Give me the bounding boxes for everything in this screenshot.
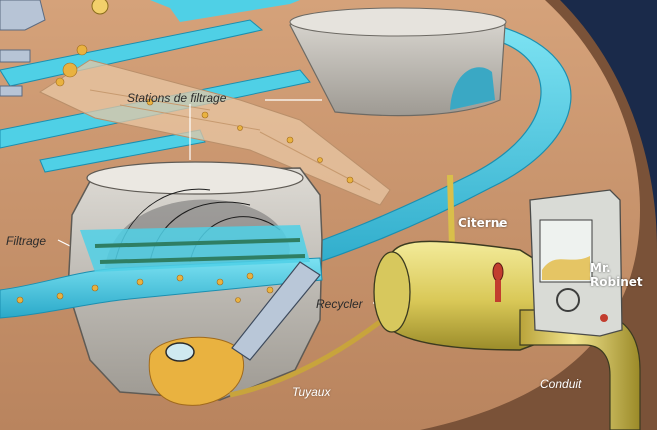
left-machine [0, 0, 46, 31]
sludge-blobs-water [16, 272, 274, 304]
filtering-stations-label: Stations de filtrage [127, 91, 227, 105]
tank-label: Citerne [458, 216, 508, 230]
left-machine-base [0, 85, 23, 97]
distant-station-arch [450, 67, 495, 110]
sludge-blobs-beam [55, 44, 354, 184]
tank-end-cap [373, 251, 411, 333]
valve-wheel [556, 288, 580, 312]
recycle-label: Recycler [316, 297, 363, 311]
tank-valve-stem [495, 280, 501, 302]
filtration-roof [86, 161, 304, 195]
filtration-label: Filtrage [6, 234, 47, 248]
tank-marker-dot [498, 223, 502, 227]
mr-tap-label-line2: Robinet [590, 275, 643, 289]
left-machine-arm [0, 49, 31, 63]
filter-bars [94, 238, 306, 264]
upper-water-channel [150, 0, 300, 22]
diagonal-channel-3 [39, 129, 206, 173]
indicator-light [600, 314, 608, 322]
conduit-label: Conduit [540, 377, 582, 391]
corner-lamp [91, 0, 109, 15]
pipes-label: Tuyaux [292, 385, 331, 399]
tank-vent-pipe [447, 174, 455, 249]
tank-valve-top [492, 262, 504, 282]
control-screen-graph [542, 256, 590, 280]
distant-station-roof [289, 7, 507, 37]
mr-tap-label: Mr. Robinet [590, 262, 643, 290]
scraper-arm [231, 261, 321, 361]
magnifier-lens [165, 342, 195, 362]
filtration-water [0, 257, 323, 319]
mr-tap-label-line1: Mr. [590, 261, 611, 275]
